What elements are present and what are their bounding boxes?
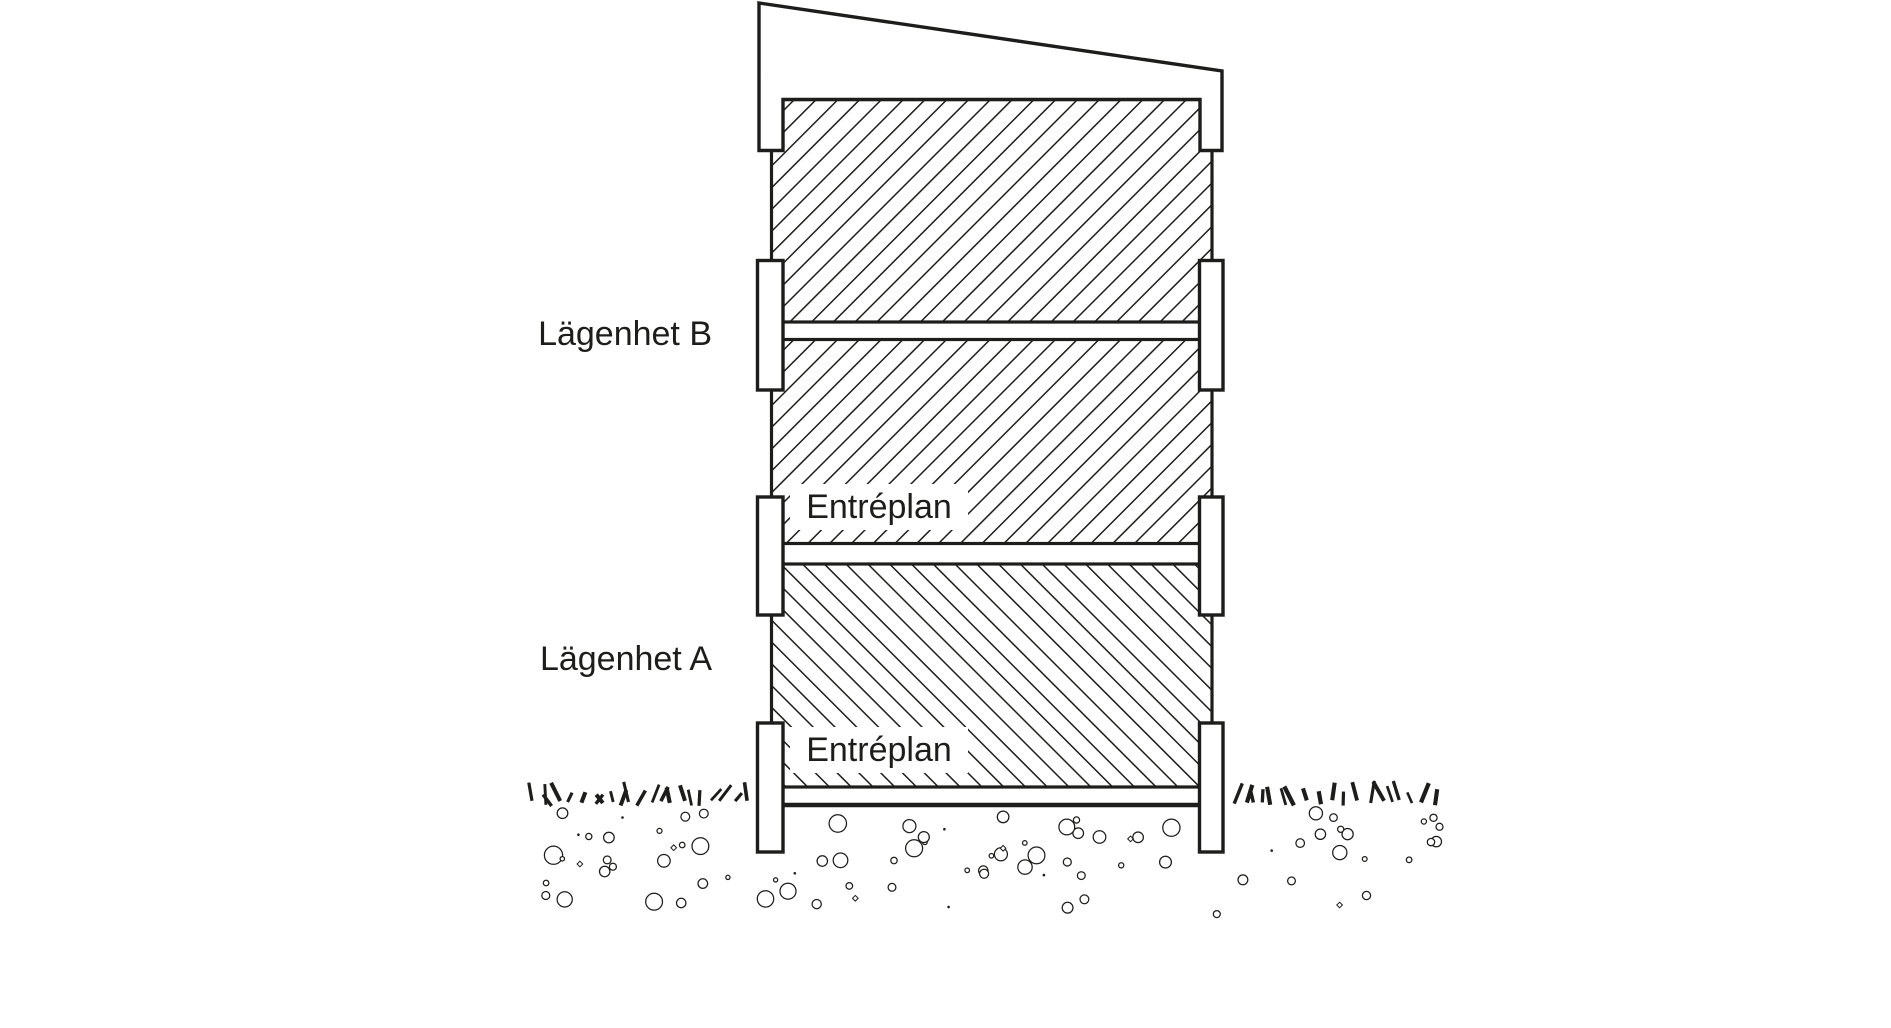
- wall-column-right-upper: [1197, 258, 1225, 392]
- roof-parapet: [757, 1, 1224, 153]
- wall-column-right-lower: [1197, 495, 1225, 617]
- grass-left: [527, 781, 749, 808]
- apartment-a-label: Lägenhet A: [540, 640, 712, 678]
- grass-right: [1232, 780, 1440, 807]
- wall-column-left-lower: [755, 495, 785, 617]
- wall-columns: [755, 258, 1225, 854]
- floor-slab-top: [769, 97, 1214, 324]
- apartment-b-label: Lägenhet B: [538, 315, 712, 353]
- foundation-pier-left: [755, 721, 785, 854]
- entreplan-labels: Entréplan Entréplan: [790, 484, 968, 773]
- entreplan-label-lower: Entréplan: [806, 731, 952, 769]
- entreplan-label-bg-upper: [790, 484, 968, 530]
- floor-slabs: [769, 97, 1214, 808]
- wall-column-left-upper: [755, 258, 785, 392]
- apartment-labels: Lägenhet B Lägenhet A: [538, 315, 712, 678]
- ground-stipple: [541, 806, 1444, 919]
- foundation-pier-right: [1197, 721, 1225, 854]
- entreplan-label-bg-lower: [790, 727, 968, 773]
- entreplan-label-upper: Entréplan: [806, 488, 952, 526]
